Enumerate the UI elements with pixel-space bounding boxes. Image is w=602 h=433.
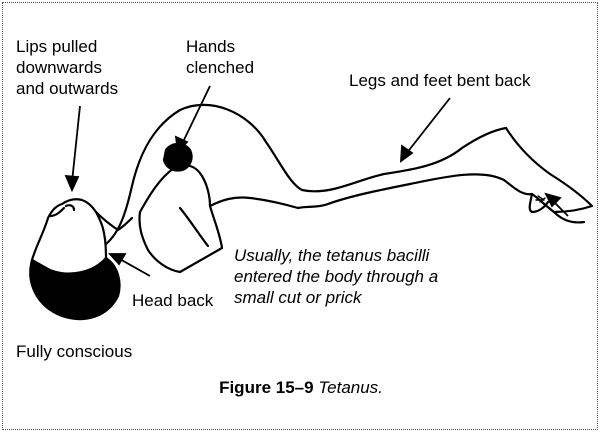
arrow-lips [66, 106, 80, 190]
lips-label-line-3: and outwards [16, 78, 118, 99]
figure-caption: Figure 15–9 Tetanus. [0, 378, 602, 398]
figure-title: Tetanus. [318, 378, 383, 397]
lips-label: Lips pulled downwards and outwards [16, 36, 118, 99]
note-line-3: small cut or prick [234, 287, 438, 308]
legs-label: Legs and feet bent back [349, 70, 530, 91]
lips-label-line-1: Lips pulled [16, 36, 118, 57]
hair [30, 258, 119, 319]
figure-number: Figure 15–9 [219, 378, 314, 397]
face [32, 199, 106, 260]
tetanus-note: Usually, the tetanus bacilli entered the… [234, 245, 438, 308]
lips-label-line-2: downwards [16, 57, 118, 78]
hands-label-line-2: clenched [186, 57, 254, 78]
note-line-1: Usually, the tetanus bacilli [234, 245, 438, 266]
head-label: Head back [132, 290, 213, 311]
arrow-legs [401, 98, 450, 161]
arrow-hands [176, 86, 210, 152]
torso [210, 197, 298, 208]
arm [139, 165, 222, 272]
hands-label-line-1: Hands [186, 36, 254, 57]
note-line-2: entered the body through a [234, 266, 438, 287]
conscious-label: Fully conscious [16, 341, 132, 362]
hands-label: Hands clenched [186, 36, 254, 78]
